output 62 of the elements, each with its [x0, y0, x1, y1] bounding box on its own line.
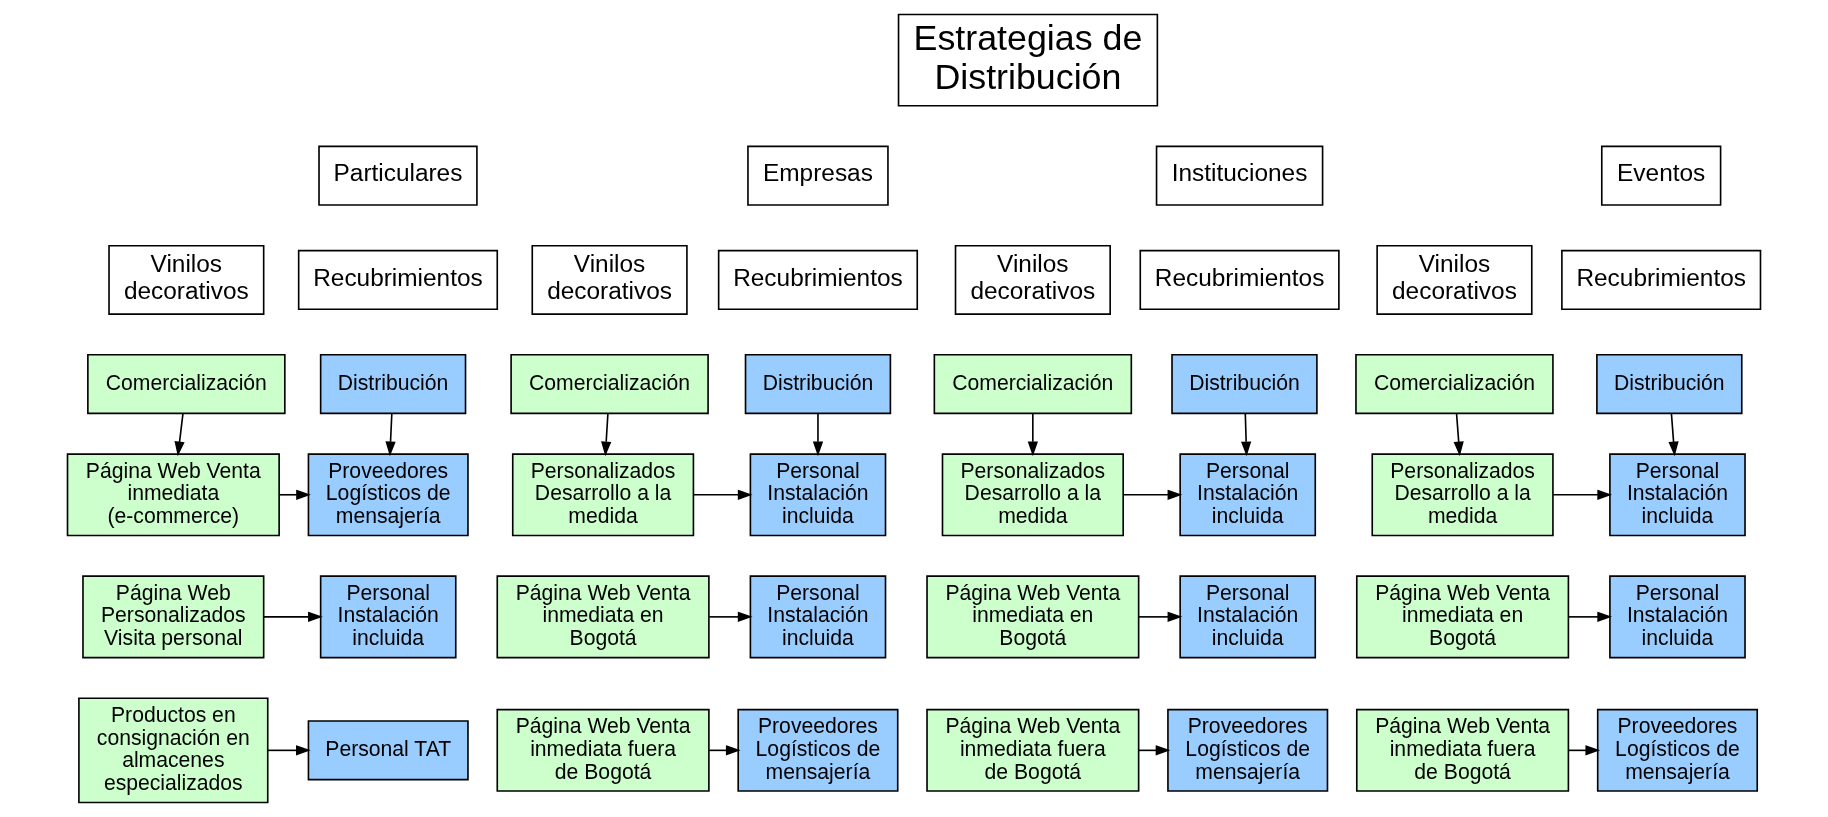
arrow: [708, 611, 753, 622]
node-box: Eventos: [1600, 145, 1722, 206]
arrow: [1122, 489, 1183, 500]
node-box: Vinilos decorativos: [1376, 244, 1533, 315]
arrow: [278, 489, 311, 500]
node-box: Proveedores Logísticos de mensajería: [307, 453, 469, 537]
arrow: [263, 611, 323, 622]
node-box: Personal Instalación incluida: [749, 453, 887, 537]
arrow: [812, 413, 824, 457]
node-box: Recubrimientos: [717, 249, 919, 310]
node-box: Comercialización: [1355, 353, 1554, 415]
node-box: Recubrimientos: [1561, 249, 1762, 310]
node-box: Proveedores Logísticos de mensajería: [737, 708, 899, 792]
node-box: Distribución: [319, 353, 467, 415]
node-box: Página Web Personalizados Visita personal: [82, 575, 265, 659]
node-box: Particulares: [318, 145, 478, 206]
node-box: Página Web Venta inmediata fuera de Bogotá: [926, 708, 1140, 792]
arrow: [1668, 413, 1679, 457]
node-box: Recubrimientos: [1139, 249, 1340, 310]
node-box: Distribución: [1596, 353, 1743, 415]
node-box: Comercialización: [933, 353, 1133, 415]
node-box: Personalizados Desarrollo a la medida: [941, 453, 1124, 537]
node-box: Productos en consignación en almacenes especializados: [78, 697, 269, 804]
arrow: [174, 413, 185, 457]
node-box: Instituciones: [1155, 145, 1324, 206]
node-box: Página Web Venta inmediata en Bogotá: [496, 575, 710, 659]
arrow: [385, 413, 396, 457]
node-box: Personal Instalación incluida: [1609, 453, 1746, 537]
node-box: Estrategias de Distribución: [897, 13, 1159, 107]
arrow: [1567, 611, 1612, 622]
arrow: [1241, 413, 1252, 457]
arrow: [1552, 489, 1612, 500]
node-box: Página Web Venta inmediata en Bogotá: [926, 575, 1140, 659]
node-box: Personal Instalación incluida: [749, 575, 887, 659]
node-box: Personal TAT: [307, 720, 469, 781]
arrow: [692, 489, 753, 500]
node-box: Personalizados Desarrollo a la medida: [1371, 453, 1554, 537]
node-box: Personal Instalación incluida: [319, 575, 457, 659]
node-box: Empresas: [747, 145, 889, 206]
arrow: [1453, 413, 1464, 457]
node-box: Comercialización: [87, 353, 286, 415]
node-box: Proveedores Logísticos de mensajería: [1596, 708, 1759, 792]
arrow: [601, 413, 612, 457]
node-box: Comercialización: [510, 353, 709, 415]
node-box: Página Web Venta inmediata en Bogotá: [1355, 575, 1570, 659]
node-box: Recubrimientos: [297, 249, 499, 310]
node-box: Página Web Venta inmediata fuera de Bogotá: [1355, 708, 1570, 792]
node-box: Personal Instalación incluida: [1179, 453, 1317, 537]
arrow: [1138, 611, 1183, 622]
node-box: Página Web Venta inmediata fuera de Bogotá: [496, 708, 710, 792]
node-box: Distribución: [744, 353, 892, 415]
node-box: Personalizados Desarrollo a la medida: [511, 453, 695, 537]
arrow: [266, 745, 311, 756]
node-box: Vinilos decorativos: [954, 244, 1111, 315]
node-box: Página Web Venta inmediata (e-commerce): [66, 453, 280, 537]
node-box: Vinilos decorativos: [108, 244, 265, 315]
node-box: Personal Instalación incluida: [1179, 575, 1317, 659]
node-box: Proveedores Logísticos de mensajería: [1167, 708, 1329, 792]
node-box: Vinilos decorativos: [531, 244, 688, 315]
node-box: Personal Instalación incluida: [1609, 575, 1746, 659]
arrow: [1027, 413, 1038, 457]
node-box: Distribución: [1171, 353, 1318, 415]
